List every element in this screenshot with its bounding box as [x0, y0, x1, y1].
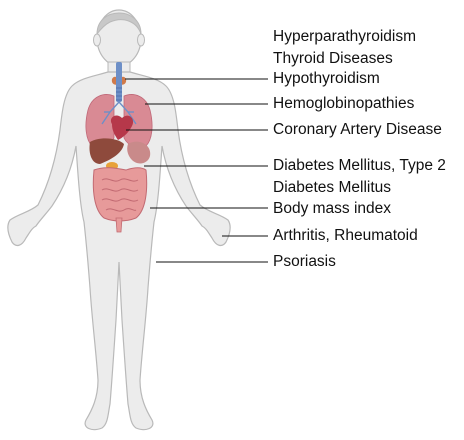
label-hyperparathyroidism: Hyperparathyroidism: [273, 28, 416, 46]
rectum: [116, 218, 122, 232]
left-ear: [94, 34, 101, 46]
label-diabetes-mellitus: Diabetes Mellitus: [273, 179, 391, 197]
label-diabetes-mellitus-type-2: Diabetes Mellitus, Type 2: [273, 157, 446, 175]
label-psoriasis: Psoriasis: [273, 253, 336, 271]
large-intestine: [93, 168, 146, 221]
label-body-mass-index: Body mass index: [273, 200, 391, 218]
label-thyroid-diseases: Thyroid Diseases: [273, 50, 393, 68]
label-hypothyroidism: Hypothyroidism: [273, 70, 380, 88]
label-coronary-artery-disease: Coronary Artery Disease: [273, 121, 442, 139]
label-hemoglobinopathies: Hemoglobinopathies: [273, 95, 414, 113]
label-arthritis-rheumatoid: Arthritis, Rheumatoid: [273, 227, 418, 245]
right-ear: [138, 34, 145, 46]
